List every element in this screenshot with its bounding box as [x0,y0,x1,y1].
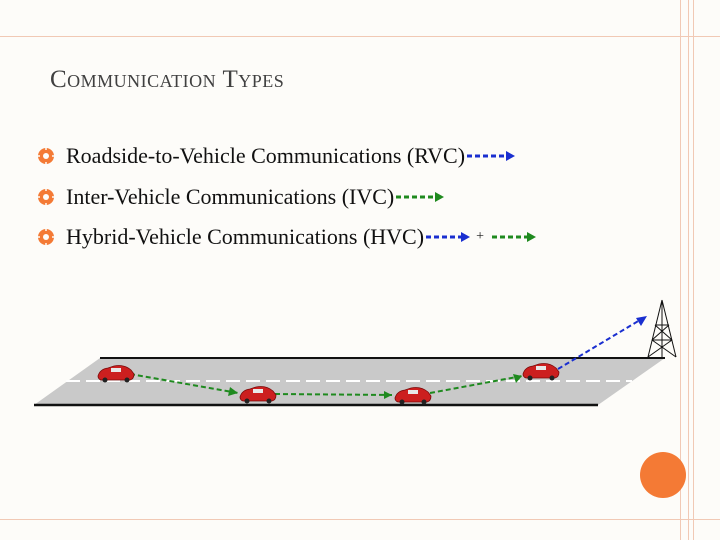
radio-tower-icon [648,300,676,357]
